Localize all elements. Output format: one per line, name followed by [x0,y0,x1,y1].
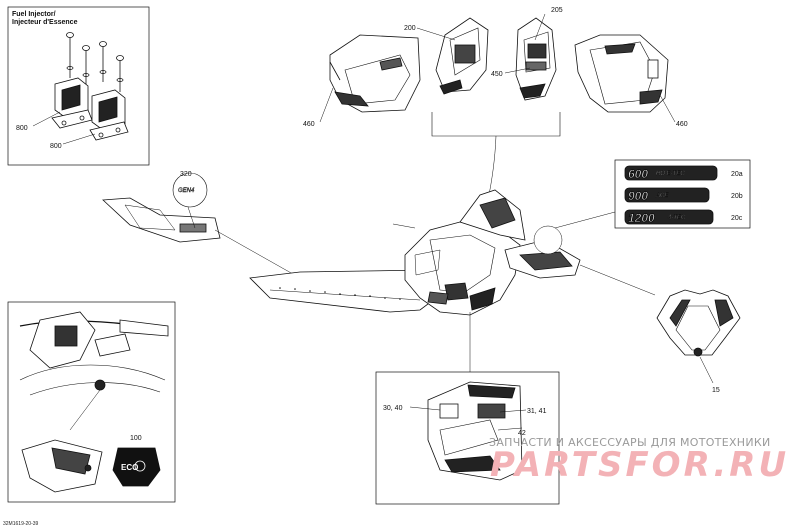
callout-100: 100 [130,435,142,442]
callout-320: 320 [180,171,192,178]
callout-30-40: 30, 40 [383,405,403,412]
engine-decals-box [614,159,751,229]
dashboard-inset [7,301,176,503]
decal-1200-suffix: 4-TEC [668,215,686,221]
callout-460-right: 460 [676,121,688,128]
tunnel-assembly [102,172,301,279]
callout-20c: 20c [731,215,743,222]
watermark-logo: PARTSFOR.RU [490,445,789,485]
windshield-part [656,289,741,384]
callout-800-upper: 800 [16,125,28,132]
callout-20a: 20a [731,171,743,178]
decal-600-suffix: HO E-TEC [656,171,685,177]
callout-20b: 20b [731,193,743,200]
callout-200: 200 [404,25,416,32]
tunnel-decal-text: GEN4 [178,188,195,194]
callout-15: 15 [712,387,720,394]
callout-31-41: 31, 41 [527,408,547,415]
side-panel-center-left [435,17,489,95]
fuel-injector-right [89,89,129,141]
fuel-inset-title-1: Fuel Injector/ [12,11,56,18]
side-panel-right [574,34,669,113]
tunnel-rivets [279,287,401,300]
watermark-tagline: ЗАПЧАСТИ И АКСЕССУАРЫ ДЛЯ МОТОТЕХНИКИ [489,436,771,449]
side-panel-left [329,34,421,113]
eco-badge [112,447,161,487]
fuel-inset-title-2: Injecteur d'Essence [12,19,78,26]
top-side-panels [319,13,676,201]
tunnel-decal-detail [172,172,208,208]
group-bracket [431,112,561,137]
figure-code: 32M1619-20-39 [3,521,39,527]
fuel-injector-left [51,77,93,129]
eco-label: ECO [121,463,138,472]
callout-42: 42 [518,430,526,437]
callout-205: 205 [551,7,563,14]
fuel-injector-inset [7,6,150,166]
callout-460-left: 460 [303,121,315,128]
injector-bolts [66,32,124,92]
decal-1200-main: 1200 [628,211,655,225]
decal-900-suffix: ACE [655,193,669,199]
callout-800-lower: 800 [50,143,62,150]
decal-600-main: 600 [628,167,648,181]
side-panel-center-right [515,17,557,101]
decal-900-main: 900 [628,189,648,203]
fuel-inset-frame [7,6,150,166]
snowmobile-body [249,189,656,372]
side-panel-detail-box [375,371,560,505]
callout-450: 450 [491,71,503,78]
